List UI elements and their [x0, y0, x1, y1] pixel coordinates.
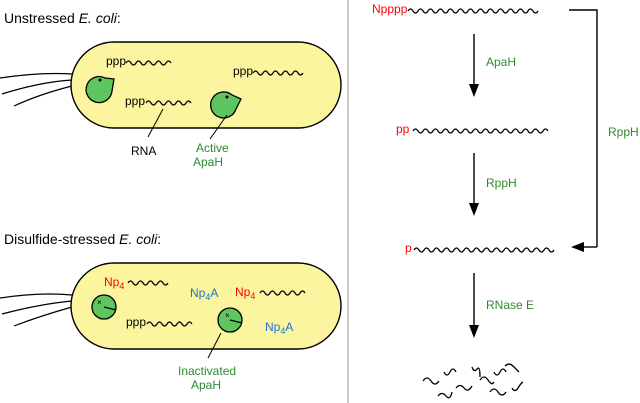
np4-label-2: Np4	[235, 285, 255, 301]
pp-label: pp	[396, 122, 410, 136]
svg-text:×: ×	[225, 311, 230, 320]
rpph-arrowhead	[469, 203, 479, 216]
np4a-label-1: Np4A	[190, 286, 218, 302]
rpph-label-main: RppH	[486, 176, 517, 190]
stressed-flagella	[0, 293, 73, 327]
unstressed-cell	[70, 41, 342, 129]
ppp-label-stressed: ppp	[126, 315, 146, 329]
apah-arrowhead	[469, 84, 479, 97]
unstressed-flagella	[0, 72, 73, 107]
inactivated-apah-enzyme-2: ×	[217, 307, 243, 333]
rna-fragments	[422, 363, 524, 399]
rna-strand-1	[125, 60, 172, 66]
svg-text:×: ×	[97, 298, 102, 307]
rna-npppp	[407, 8, 539, 14]
rna-strand-stressed	[146, 321, 193, 327]
p-label: p	[405, 241, 412, 255]
ppp-label-3: ppp	[125, 94, 145, 108]
np4a-label-2: Np4A	[265, 320, 293, 336]
rna-label: RNA	[131, 144, 156, 158]
rna-strand-2	[252, 70, 304, 76]
rna-strand-3	[145, 100, 192, 106]
ppp-label-2: ppp	[233, 64, 253, 78]
ppp-label-1: ppp	[106, 54, 126, 68]
unstressed-title: Unstressed E. coli:	[4, 10, 121, 26]
active-apah-enzyme-1	[85, 75, 115, 104]
rna-p	[413, 247, 555, 253]
inactivated-label-1: Inactivated	[178, 364, 236, 378]
rnase-arrowhead	[469, 325, 479, 338]
rpph-bypass-arrowhead	[571, 242, 584, 252]
active-apah-enzyme-2	[210, 91, 242, 119]
inactivated-apah-enzyme-1: ×	[91, 294, 117, 320]
rna-pointer	[147, 108, 164, 138]
active-apah-pointer	[209, 114, 228, 140]
stressed-cell	[70, 262, 342, 350]
capped-rna-1	[127, 280, 169, 286]
active-label-1: Active	[196, 141, 229, 155]
apah-label: ApaH	[486, 55, 516, 69]
capped-rna-2	[259, 290, 306, 296]
npppp-label: Npppp	[372, 2, 408, 16]
rpph-bypass-path	[569, 9, 598, 247]
np4-label-1: Np4	[104, 275, 124, 291]
inactivated-label-2: ApaH	[191, 378, 221, 392]
rna-pp	[412, 128, 549, 134]
inactivated-apah-pointer	[207, 332, 222, 359]
active-label-2: ApaH	[193, 155, 223, 169]
rpph-label-bypass: RppH	[608, 125, 639, 139]
rnase-label: RNase E	[486, 298, 534, 312]
stressed-title: Disulfide-stressed E. coli:	[4, 231, 161, 247]
